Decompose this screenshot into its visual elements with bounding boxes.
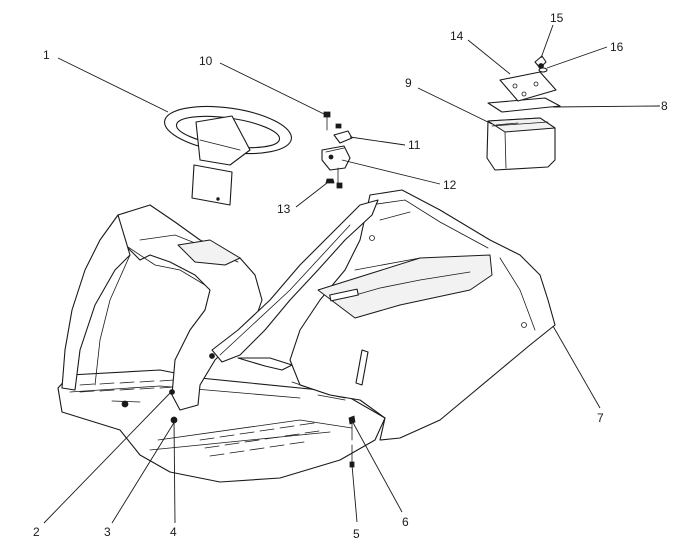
battery-pad xyxy=(487,97,561,113)
dash-panel xyxy=(61,204,263,411)
callout-8: 8 xyxy=(661,99,668,113)
leader-lines xyxy=(43,24,661,524)
callout-12: 12 xyxy=(443,178,457,192)
callout-1: 1 xyxy=(43,48,50,62)
steering-wheel xyxy=(163,105,293,206)
battery-cover xyxy=(499,71,557,102)
callout-3: 3 xyxy=(104,525,111,539)
callout-11: 11 xyxy=(408,138,421,152)
callout-6: 6 xyxy=(402,515,409,529)
callout-10: 10 xyxy=(199,54,213,68)
callout-7: 7 xyxy=(597,411,604,425)
callout-4: 4 xyxy=(170,525,177,539)
callout-16: 16 xyxy=(610,40,624,54)
callout-15: 15 xyxy=(550,11,564,25)
callout-13: 13 xyxy=(277,202,291,216)
center-rail xyxy=(211,199,379,401)
callout-14: 14 xyxy=(450,29,464,43)
battery-box xyxy=(486,117,556,171)
hood-body xyxy=(289,189,556,441)
callout-labels: 1 2 3 4 5 6 7 8 9 10 11 12 13 14 15 16 xyxy=(33,11,668,541)
callout-2: 2 xyxy=(33,525,40,539)
callout-5: 5 xyxy=(353,527,360,541)
footrest-floor-pan xyxy=(57,369,386,483)
ignition-key-switch xyxy=(534,55,548,73)
steering-bracket-assembly xyxy=(321,111,353,189)
callout-9: 9 xyxy=(405,76,412,90)
